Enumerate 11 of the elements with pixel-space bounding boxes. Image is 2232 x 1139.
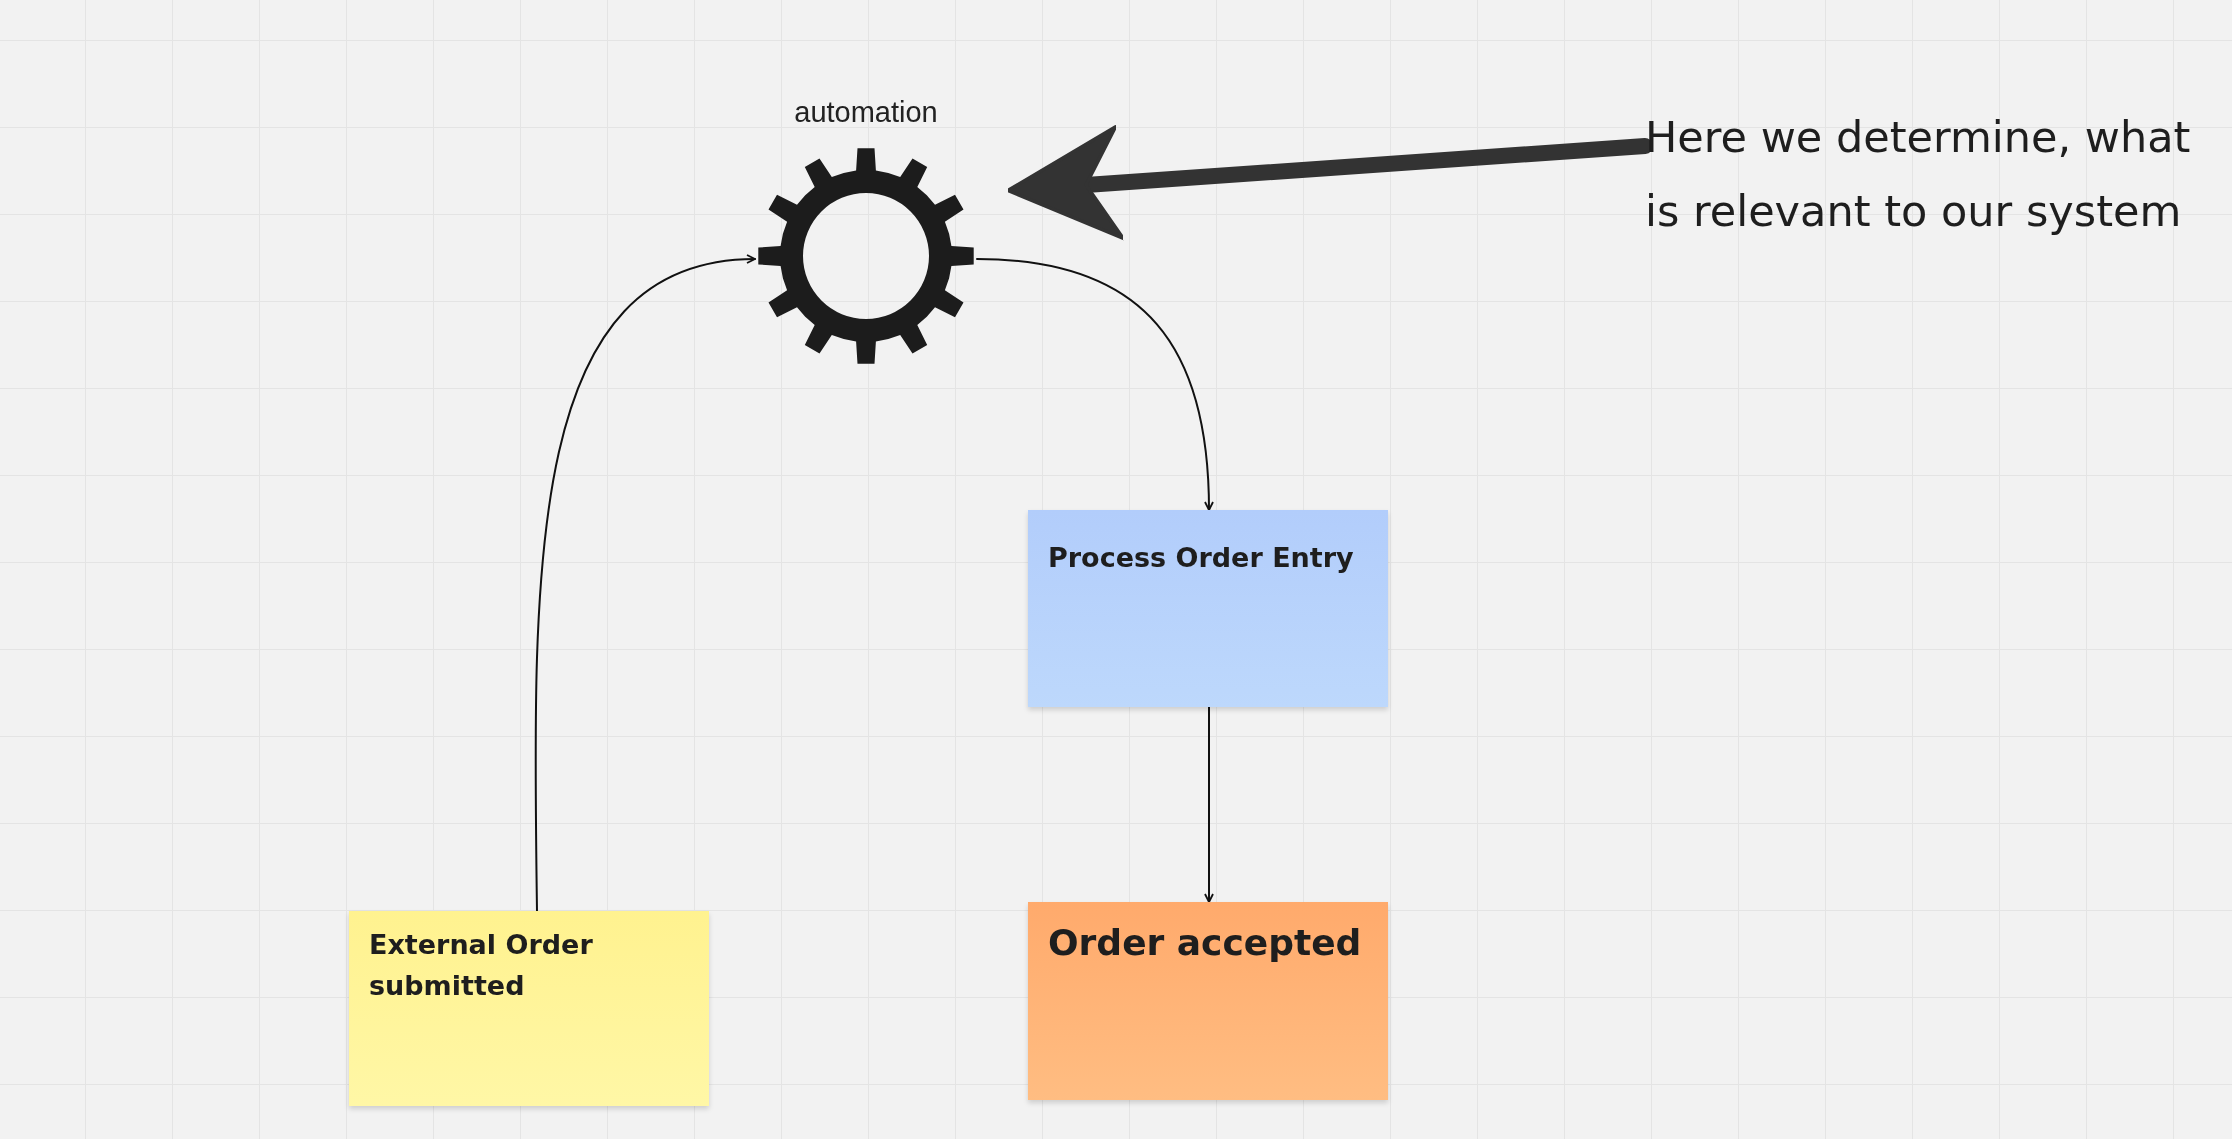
arrow [976, 258, 1214, 511]
arrow [1204, 706, 1214, 903]
annotation-text: Here we determine, what is relevant to our system [1645, 112, 2191, 236]
sticky-text: Process Order Entry [1048, 541, 1355, 575]
arrow [534, 255, 756, 912]
sticky-note [349, 911, 709, 1106]
gear-label: automation [794, 95, 938, 130]
sticky-text: External Order submitted [369, 928, 594, 1003]
sticky-note [1028, 902, 1388, 1100]
sticky-note [1028, 510, 1388, 707]
sticky-text: Order accepted [1048, 921, 1363, 965]
